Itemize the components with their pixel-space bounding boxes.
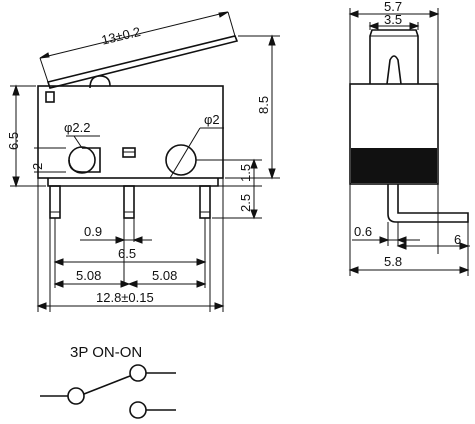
side-plunger (386, 55, 402, 85)
dim-pitch-left: 5.08 (76, 268, 101, 283)
dim-lever-length: 13±0.2 (100, 24, 142, 48)
side-body-lower (351, 148, 437, 183)
side-body (349, 83, 439, 185)
hole-slot (68, 147, 101, 173)
dim-hole-large: φ2 (204, 112, 220, 127)
side-pin (387, 184, 469, 223)
schematic-title: 3P ON-ON (70, 344, 142, 361)
dim-pitch-mid: 6.5 (118, 246, 136, 261)
pin-left (49, 185, 61, 219)
dim-body-height: 6.5 (6, 132, 21, 150)
dim-pin-extent: 6 (454, 232, 461, 247)
actuator-bump (89, 75, 111, 89)
body-base (47, 178, 219, 187)
side-actuator (369, 29, 419, 84)
common-terminal (67, 387, 85, 405)
contact-upper (129, 364, 147, 382)
side-view: 5.7 3.5 0.6 6 5.8 (348, 0, 470, 276)
dim-pin-gap: 1.5 (238, 164, 253, 182)
front-view: 13±0.2 8.5 6.5 φ2.2 φ2 2 1.5 (6, 11, 280, 312)
dim-pin-thickness: 0.6 (354, 224, 372, 239)
dim-pin-height: 2.5 (238, 194, 253, 212)
contact-lower (129, 401, 147, 419)
lever-pivot (45, 91, 55, 103)
pin-middle (123, 185, 135, 219)
dim-hole-small: φ2.2 (64, 120, 91, 135)
lever (46, 35, 239, 89)
dim-pin-width: 0.9 (84, 224, 102, 239)
dim-hole-offset: 2 (30, 163, 45, 170)
pin-right (199, 185, 211, 219)
switch-body (37, 85, 224, 179)
dim-body-length: 12.8±0.15 (96, 290, 154, 305)
dim-pitch-right: 5.08 (152, 268, 177, 283)
dim-height-total: 8.5 (256, 96, 271, 114)
dim-side-top: 3.5 (384, 12, 402, 27)
dim-base-width: 5.8 (384, 254, 402, 269)
dim-side-width: 5.7 (384, 0, 402, 14)
schematic: 3P ON-ON (40, 344, 176, 419)
